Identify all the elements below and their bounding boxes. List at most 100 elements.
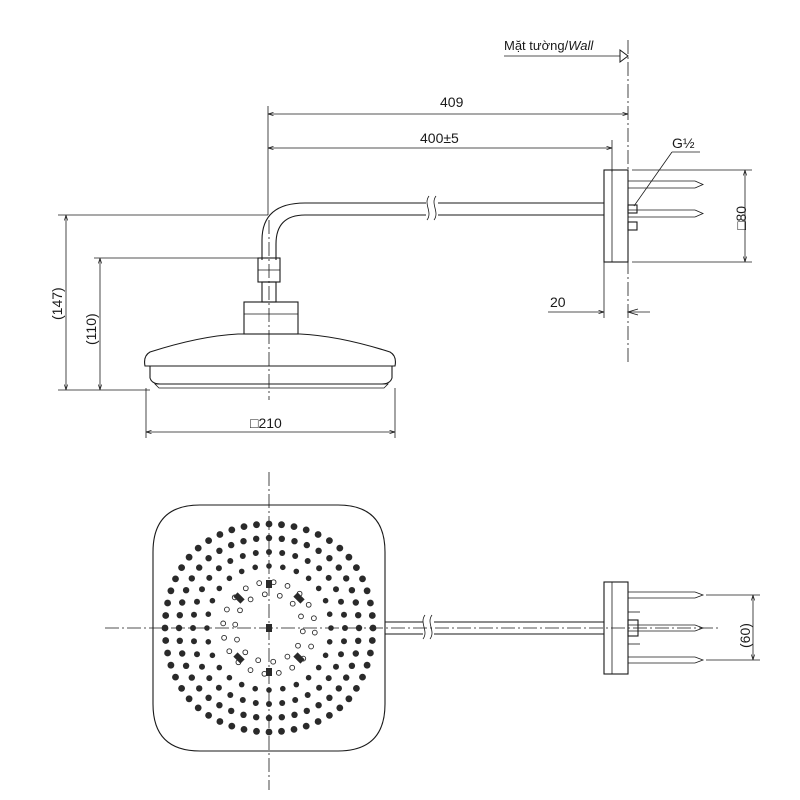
nozzle-dot [226,674,233,681]
nozzle-dot [228,541,235,549]
dim-110-label: (110) [83,313,99,345]
center-mark [266,668,272,676]
nozzle-dot [265,728,273,736]
nozzle-dot [322,652,329,659]
nozzle-dot [322,597,329,604]
nozzle-dot [303,541,310,549]
dim-head-width: □210 [145,388,396,438]
nozzle-dot [341,638,347,645]
nozzle-ring [305,601,312,608]
nozzle-dot [326,712,333,719]
nozzle-ring [256,580,263,586]
nozzle-dot [266,701,272,707]
nozzle-ring [234,636,240,643]
nozzle-dot [278,535,285,542]
wall-label-text: Mặt tường/Wall [504,38,594,53]
nozzle-dot [190,625,196,631]
nozzle-dot [227,692,234,698]
nozzle-dot [367,649,374,657]
nozzle-dot [227,558,234,564]
nozzle-dot [164,649,172,657]
nozzle-dot [209,652,216,659]
nozzle-ring [261,591,268,598]
nozzle-dot [162,612,170,619]
nozzle-dot [188,674,195,681]
nozzle-dot [162,637,170,644]
nozzle-dot [326,537,333,544]
nozzle-dot [315,585,322,592]
nozzle-ring [276,592,283,599]
nozzle-dot [336,544,344,552]
nozzle-dot [179,650,186,657]
wall-flange-side [603,169,704,263]
nozzle-dot [240,538,247,545]
nozzle-dot [188,575,195,582]
nozzle-dot [315,702,322,709]
nozzle-dot [304,692,311,698]
nozzle-ring [226,648,233,655]
nozzle-dot [199,586,205,593]
ball-joint [243,257,299,335]
nozzle-dot [253,714,260,721]
nozzle-dot [328,625,334,631]
nozzle-dot [348,662,356,669]
nozzle-dot [345,695,353,703]
shower-head-plate [152,504,386,752]
nozzle-dot [280,564,286,571]
nozzle-dot [292,697,299,703]
nozzle-dot [239,553,246,559]
nozzle-dot [205,537,213,544]
nozzle-dot [239,697,246,703]
nozzle-dot [335,564,342,571]
nozzle-dot [326,694,333,701]
nozzle-ring [299,628,306,635]
nozzle-dot [359,575,366,583]
nozzle-dot [194,704,202,712]
nozzle-dot [167,587,175,595]
nozzle-dot [204,625,210,631]
nozzle-dot [240,726,248,733]
nozzle-dot [265,534,273,542]
nozzle-dot [305,575,312,582]
nozzle-dot [172,673,179,681]
nozzle-dot [205,639,212,645]
shower-head-side [144,333,396,389]
nozzle-dot [359,673,366,681]
nozzle-slot [233,592,245,604]
nozzle-ring [311,615,317,622]
nozzle-dot [238,568,245,575]
nozzle-dot [266,687,272,693]
nozzle-ring [221,634,227,641]
nozzle-dot [194,544,202,552]
nozzle-dot [216,547,223,554]
dim-head-height: (110) [83,257,258,390]
nozzle-dot [290,523,298,530]
nozzle-dot [353,564,360,571]
nozzle-dot [355,624,363,632]
nozzle-dot [196,685,203,692]
nozzle-dot [205,712,213,719]
nozzle-dot [199,663,205,670]
dim-flange-depth: 20 [548,262,650,318]
nozzle-dot [280,685,286,692]
nozzle-dot [352,650,359,657]
nozzle-dot [175,624,183,632]
nozzle-dot [252,564,258,571]
side-view: Mặt tường/Wall 409 400±5 [49,38,752,438]
nozzle-dot [240,523,248,530]
dim-60-label: (60) [737,623,753,648]
nozzle-dot [290,726,298,733]
dim-147-label: (147) [49,287,65,320]
dim-400-label: 400±5 [420,130,459,146]
nozzle-dot [209,597,216,604]
nozzle-dot [338,598,344,605]
nozzle-dot [326,611,333,617]
nozzle-dot [302,526,310,534]
nozzle-dot [196,564,203,571]
nozzle-dot [228,707,235,715]
nozzle-dot [182,587,190,594]
nozzle-dot [278,521,285,529]
nozzle-dot [291,538,298,545]
nozzle-dot [293,568,300,575]
nozzle-dot [228,722,236,730]
